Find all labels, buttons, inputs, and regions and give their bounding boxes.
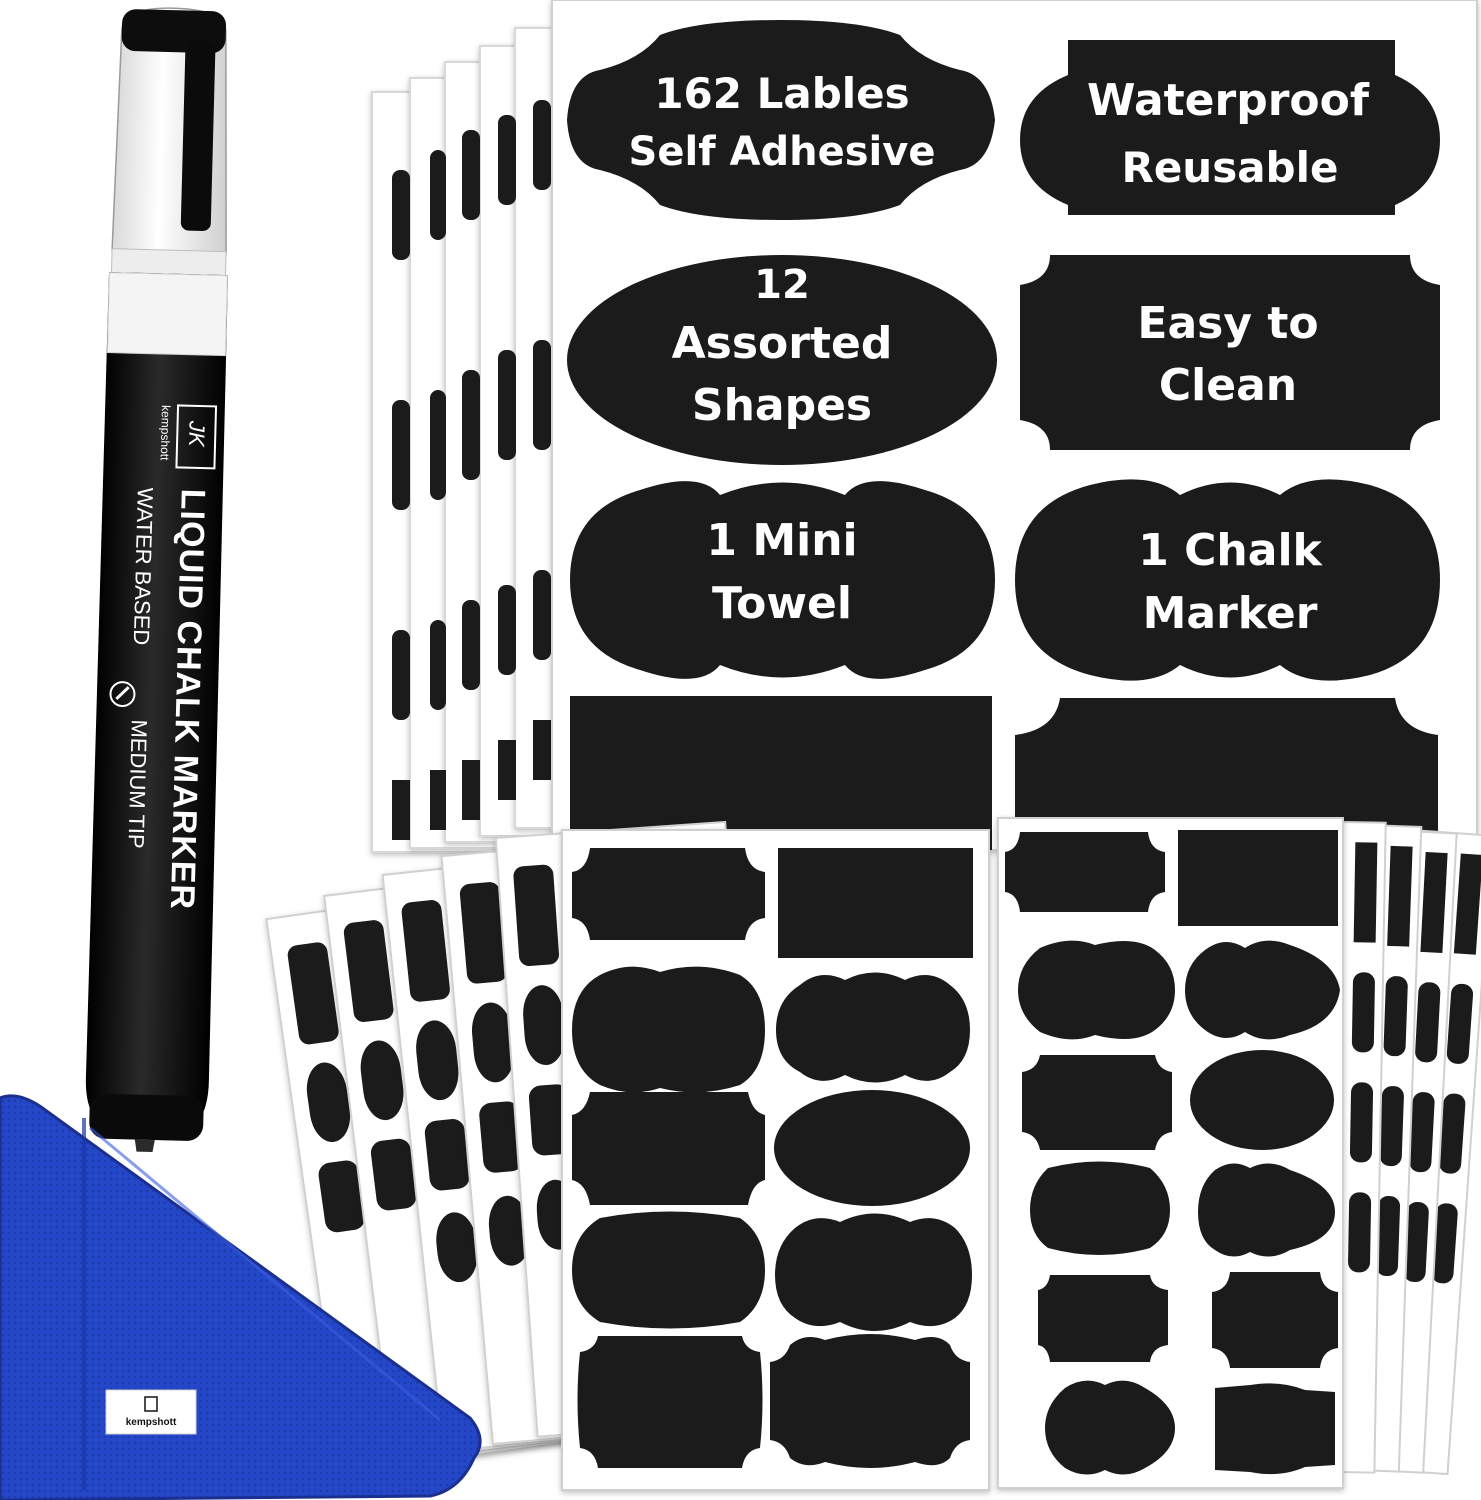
label-waterproof: Waterproof Reusable bbox=[1020, 40, 1440, 215]
chalkboard-label-shape bbox=[567, 20, 995, 220]
label-text: Towel bbox=[712, 578, 852, 629]
chalkboard-label-shape bbox=[774, 1090, 970, 1206]
chalkboard-label-shape bbox=[1038, 1275, 1168, 1362]
label-text: Waterproof bbox=[1087, 75, 1370, 126]
chalkboard-label-shape bbox=[577, 1336, 763, 1468]
label-text: Assorted bbox=[672, 318, 893, 369]
main-label-sheet: 162 Lables Self Adhesive Waterproof Reus… bbox=[551, 0, 1478, 851]
marker-tip-icon bbox=[109, 681, 136, 708]
marker-barrel bbox=[85, 272, 228, 1132]
label-text: Easy to bbox=[1137, 298, 1318, 349]
lower-left-front-sheet bbox=[561, 829, 990, 1491]
towel-brand: kempshott bbox=[126, 1417, 177, 1428]
chalkboard-label-shape bbox=[775, 1213, 972, 1331]
mini-towel: kempshott bbox=[0, 1094, 482, 1500]
chalkboard-label-shape bbox=[1005, 832, 1165, 912]
label-text: Shapes bbox=[692, 380, 872, 431]
chalkboard-label-shape bbox=[1190, 1050, 1334, 1150]
chalkboard-label-shape bbox=[778, 848, 973, 958]
chalkboard-label-shape bbox=[572, 1092, 765, 1205]
label-text: Marker bbox=[1143, 588, 1318, 639]
label-text: 12 bbox=[754, 262, 810, 308]
marker-brand: kempshott bbox=[158, 405, 173, 461]
chalkboard-label-shape bbox=[567, 255, 997, 465]
chalkboard-label-shape bbox=[1030, 1161, 1170, 1255]
label-1-chalk-marker: 1 Chalk Marker bbox=[1015, 479, 1440, 681]
marker-logo bbox=[175, 404, 218, 470]
chalkboard-label-shape bbox=[1018, 940, 1175, 1040]
chalkboard-label-shape bbox=[1020, 255, 1440, 450]
chalkboard-label-shape bbox=[572, 848, 765, 940]
sheet-paper bbox=[997, 817, 1344, 1489]
chalkboard-label-shape bbox=[1045, 1380, 1175, 1475]
chalkboard-label-shape bbox=[1198, 1163, 1335, 1257]
chalkboard-label-shape bbox=[776, 972, 970, 1083]
label-1-mini-towel: 1 Mini Towel bbox=[570, 481, 995, 679]
label-text: Reusable bbox=[1121, 143, 1338, 192]
label-text: Clean bbox=[1159, 360, 1297, 411]
chalkboard-label-shape bbox=[770, 1334, 970, 1468]
label-easy-to-clean: Easy to Clean bbox=[1020, 255, 1440, 450]
label-text: Self Adhesive bbox=[629, 129, 936, 175]
label-text: 1 Chalk bbox=[1138, 525, 1323, 576]
marker-logo-letters: JK bbox=[184, 420, 210, 449]
label-text: 1 Mini bbox=[706, 515, 857, 566]
chalkboard-label-shape bbox=[572, 1211, 765, 1329]
label-162-lables: 162 Lables Self Adhesive bbox=[567, 20, 995, 220]
chalkboard-label-shape bbox=[1212, 1272, 1338, 1368]
marker-medium-tip: MEDIUM TIP bbox=[123, 719, 151, 849]
chalkboard-label-shape bbox=[572, 966, 765, 1093]
chalkboard-label-shape bbox=[1015, 698, 1438, 850]
lower-right-front-sheet bbox=[997, 817, 1344, 1489]
chalkboard-label-shape bbox=[1178, 830, 1338, 926]
chalkboard-label-shape bbox=[1185, 940, 1340, 1040]
chalkboard-label-shape bbox=[1215, 1383, 1335, 1475]
chalkboard-label-shape bbox=[1022, 1055, 1172, 1150]
label-12-assorted-shapes: 12 Assorted Shapes bbox=[567, 255, 997, 465]
chalkboard-label-shape bbox=[570, 696, 992, 850]
chalkboard-label-shape bbox=[570, 481, 995, 679]
marker-water-based: WATER BASED bbox=[129, 487, 158, 645]
label-text: 162 Lables bbox=[654, 69, 909, 118]
chalkboard-label-shape bbox=[1020, 40, 1440, 215]
chalk-marker: JK kempshott LIQUID CHALK MARKER WATER B… bbox=[85, 7, 228, 1153]
chalkboard-label-shape bbox=[1015, 479, 1440, 681]
